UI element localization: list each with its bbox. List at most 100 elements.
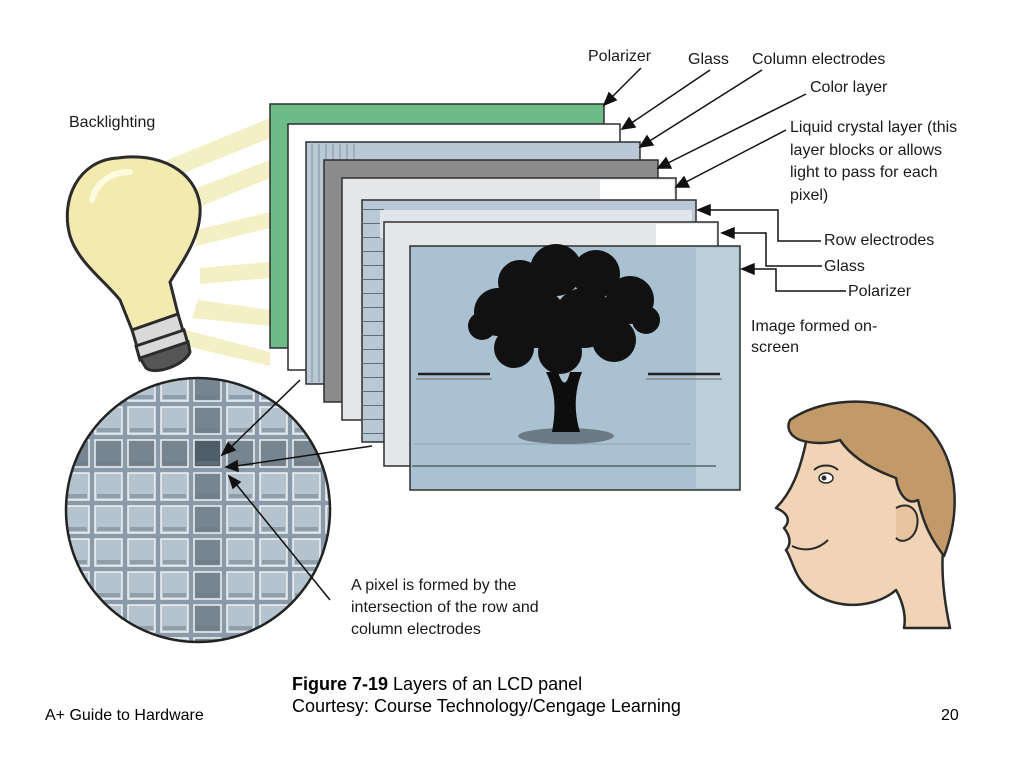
pixel-cell-shadow — [196, 593, 219, 597]
front-polarizer-label: Polarizer — [848, 283, 912, 300]
pixel-cell-shadow — [229, 626, 252, 630]
column-electrodes-label: Column electrodes — [752, 51, 886, 68]
pixel-cell-shadow — [66, 626, 87, 630]
pixel-cell — [94, 378, 123, 402]
footer-page-number: 20 — [941, 707, 959, 724]
pixel-note-label: A pixel is formed by the intersection of… — [351, 577, 539, 638]
pixel-cell — [66, 604, 90, 633]
pixel-magnifier — [64, 376, 332, 663]
back-glass-label: Glass — [688, 51, 729, 68]
pixel-cell-shadow — [196, 428, 219, 432]
pixel-cell-shadow — [163, 494, 186, 498]
pixel-cell-shadow — [196, 626, 219, 630]
pixel-cell-shadow — [328, 560, 330, 564]
pixel-cell-shadow — [196, 395, 219, 399]
pixel-cell-shadow — [66, 494, 87, 498]
pixel-cell — [66, 406, 90, 435]
pixel-cell-shadow — [262, 659, 285, 663]
pixel-cell-shadow — [229, 395, 252, 399]
front-polarizer-layer — [409, 244, 741, 491]
backlighting-label: Backlighting — [69, 114, 156, 131]
pixel-cell-shadow — [196, 560, 219, 564]
pixel-cell-shadow — [163, 626, 186, 630]
pixel-cell-shadow — [97, 560, 120, 564]
pixel-cell — [325, 571, 330, 600]
pixel-cell-shadow — [97, 593, 120, 597]
pixel-cell-shadow — [229, 560, 252, 564]
pixel-cell-shadow — [97, 626, 120, 630]
pixel-cell-shadow — [97, 428, 120, 432]
pixel-cell-shadow — [328, 428, 330, 432]
pixel-cell-shadow — [295, 461, 318, 465]
pixel-cell-shadow — [196, 494, 219, 498]
pixel-cell-shadow — [66, 593, 87, 597]
pixel-cell-shadow — [163, 560, 186, 564]
pixel-cell-shadow — [262, 626, 285, 630]
pixel-cell-shadow — [262, 428, 285, 432]
pixel-cell-shadow — [66, 527, 87, 531]
pixel-cell-shadow — [328, 461, 330, 465]
pixel-cell — [66, 378, 90, 402]
pixel-cell-shadow — [229, 593, 252, 597]
pixel-cell-shadow — [295, 527, 318, 531]
pixel-cell-shadow — [66, 428, 87, 432]
pixel-cell — [66, 505, 90, 534]
pixel-cell-shadow — [130, 395, 153, 399]
pixel-cell-shadow — [66, 461, 87, 465]
pixel-cell-shadow — [196, 461, 219, 465]
pixel-cell — [325, 538, 330, 567]
pixel-cell-shadow — [328, 593, 330, 597]
pixel-cell-shadow — [328, 494, 330, 498]
pixel-cell-shadow — [295, 428, 318, 432]
pixel-cell-shadow — [262, 527, 285, 531]
pixel-cell-shadow — [97, 527, 120, 531]
pixel-cell-shadow — [130, 560, 153, 564]
pixel-cell-shadow — [196, 659, 219, 663]
pixel-cell — [193, 637, 222, 642]
row-electrodes-label: Row electrodes — [824, 232, 935, 249]
pixel-cell-shadow — [130, 659, 153, 663]
pixel-cell-shadow — [262, 461, 285, 465]
figure-title: Layers of an LCD panel — [393, 674, 583, 694]
leader-lines — [220, 67, 846, 601]
pixel-cell — [325, 439, 330, 468]
pixel-cell — [325, 505, 330, 534]
pixel-cell-shadow — [97, 461, 120, 465]
pixel-cell-shadow — [163, 593, 186, 597]
viewer-face-icon — [774, 400, 956, 630]
pixel-cell-shadow — [295, 494, 318, 498]
pixel-cell-shadow — [130, 428, 153, 432]
pixel-cell — [325, 604, 330, 633]
pixel-cell-shadow — [295, 560, 318, 564]
figure-number: Figure 7-19 — [292, 674, 389, 694]
pixel-cell-shadow — [66, 395, 87, 399]
pixel-cell — [325, 637, 330, 642]
pixel-cell — [66, 472, 90, 501]
lcd-layer-stack — [269, 103, 741, 491]
pixel-cell-shadow — [64, 659, 87, 663]
pixel-cell-shadow — [130, 461, 153, 465]
pixel-cell — [292, 604, 321, 633]
pixel-cell-shadow — [229, 461, 252, 465]
pixel-cell — [127, 637, 156, 642]
pixel-cell-shadow — [229, 428, 252, 432]
pixel-cell-shadow — [262, 494, 285, 498]
figure-courtesy: Courtesy: Course Technology/Cengage Lear… — [292, 696, 681, 716]
pixel-cell — [66, 637, 90, 642]
pixel-cell-shadow — [97, 659, 120, 663]
pixel-cell-shadow — [130, 494, 153, 498]
pixel-cell — [94, 637, 123, 642]
pixel-cell-shadow — [163, 461, 186, 465]
pixel-cell-shadow — [229, 659, 252, 663]
front-glass-label: Glass — [824, 258, 865, 275]
pixel-cell-shadow — [130, 593, 153, 597]
pixel-cell-shadow — [229, 494, 252, 498]
pixel-cell-shadow — [163, 659, 186, 663]
pixel-cell — [259, 637, 288, 642]
figure-caption: Figure 7-19 Layers of an LCD panel Court… — [292, 673, 681, 717]
pixel-cell-shadow — [328, 626, 330, 630]
pixel-cell-shadow — [295, 626, 318, 630]
pixel-cell — [292, 637, 321, 642]
pixel-cell — [226, 637, 255, 642]
